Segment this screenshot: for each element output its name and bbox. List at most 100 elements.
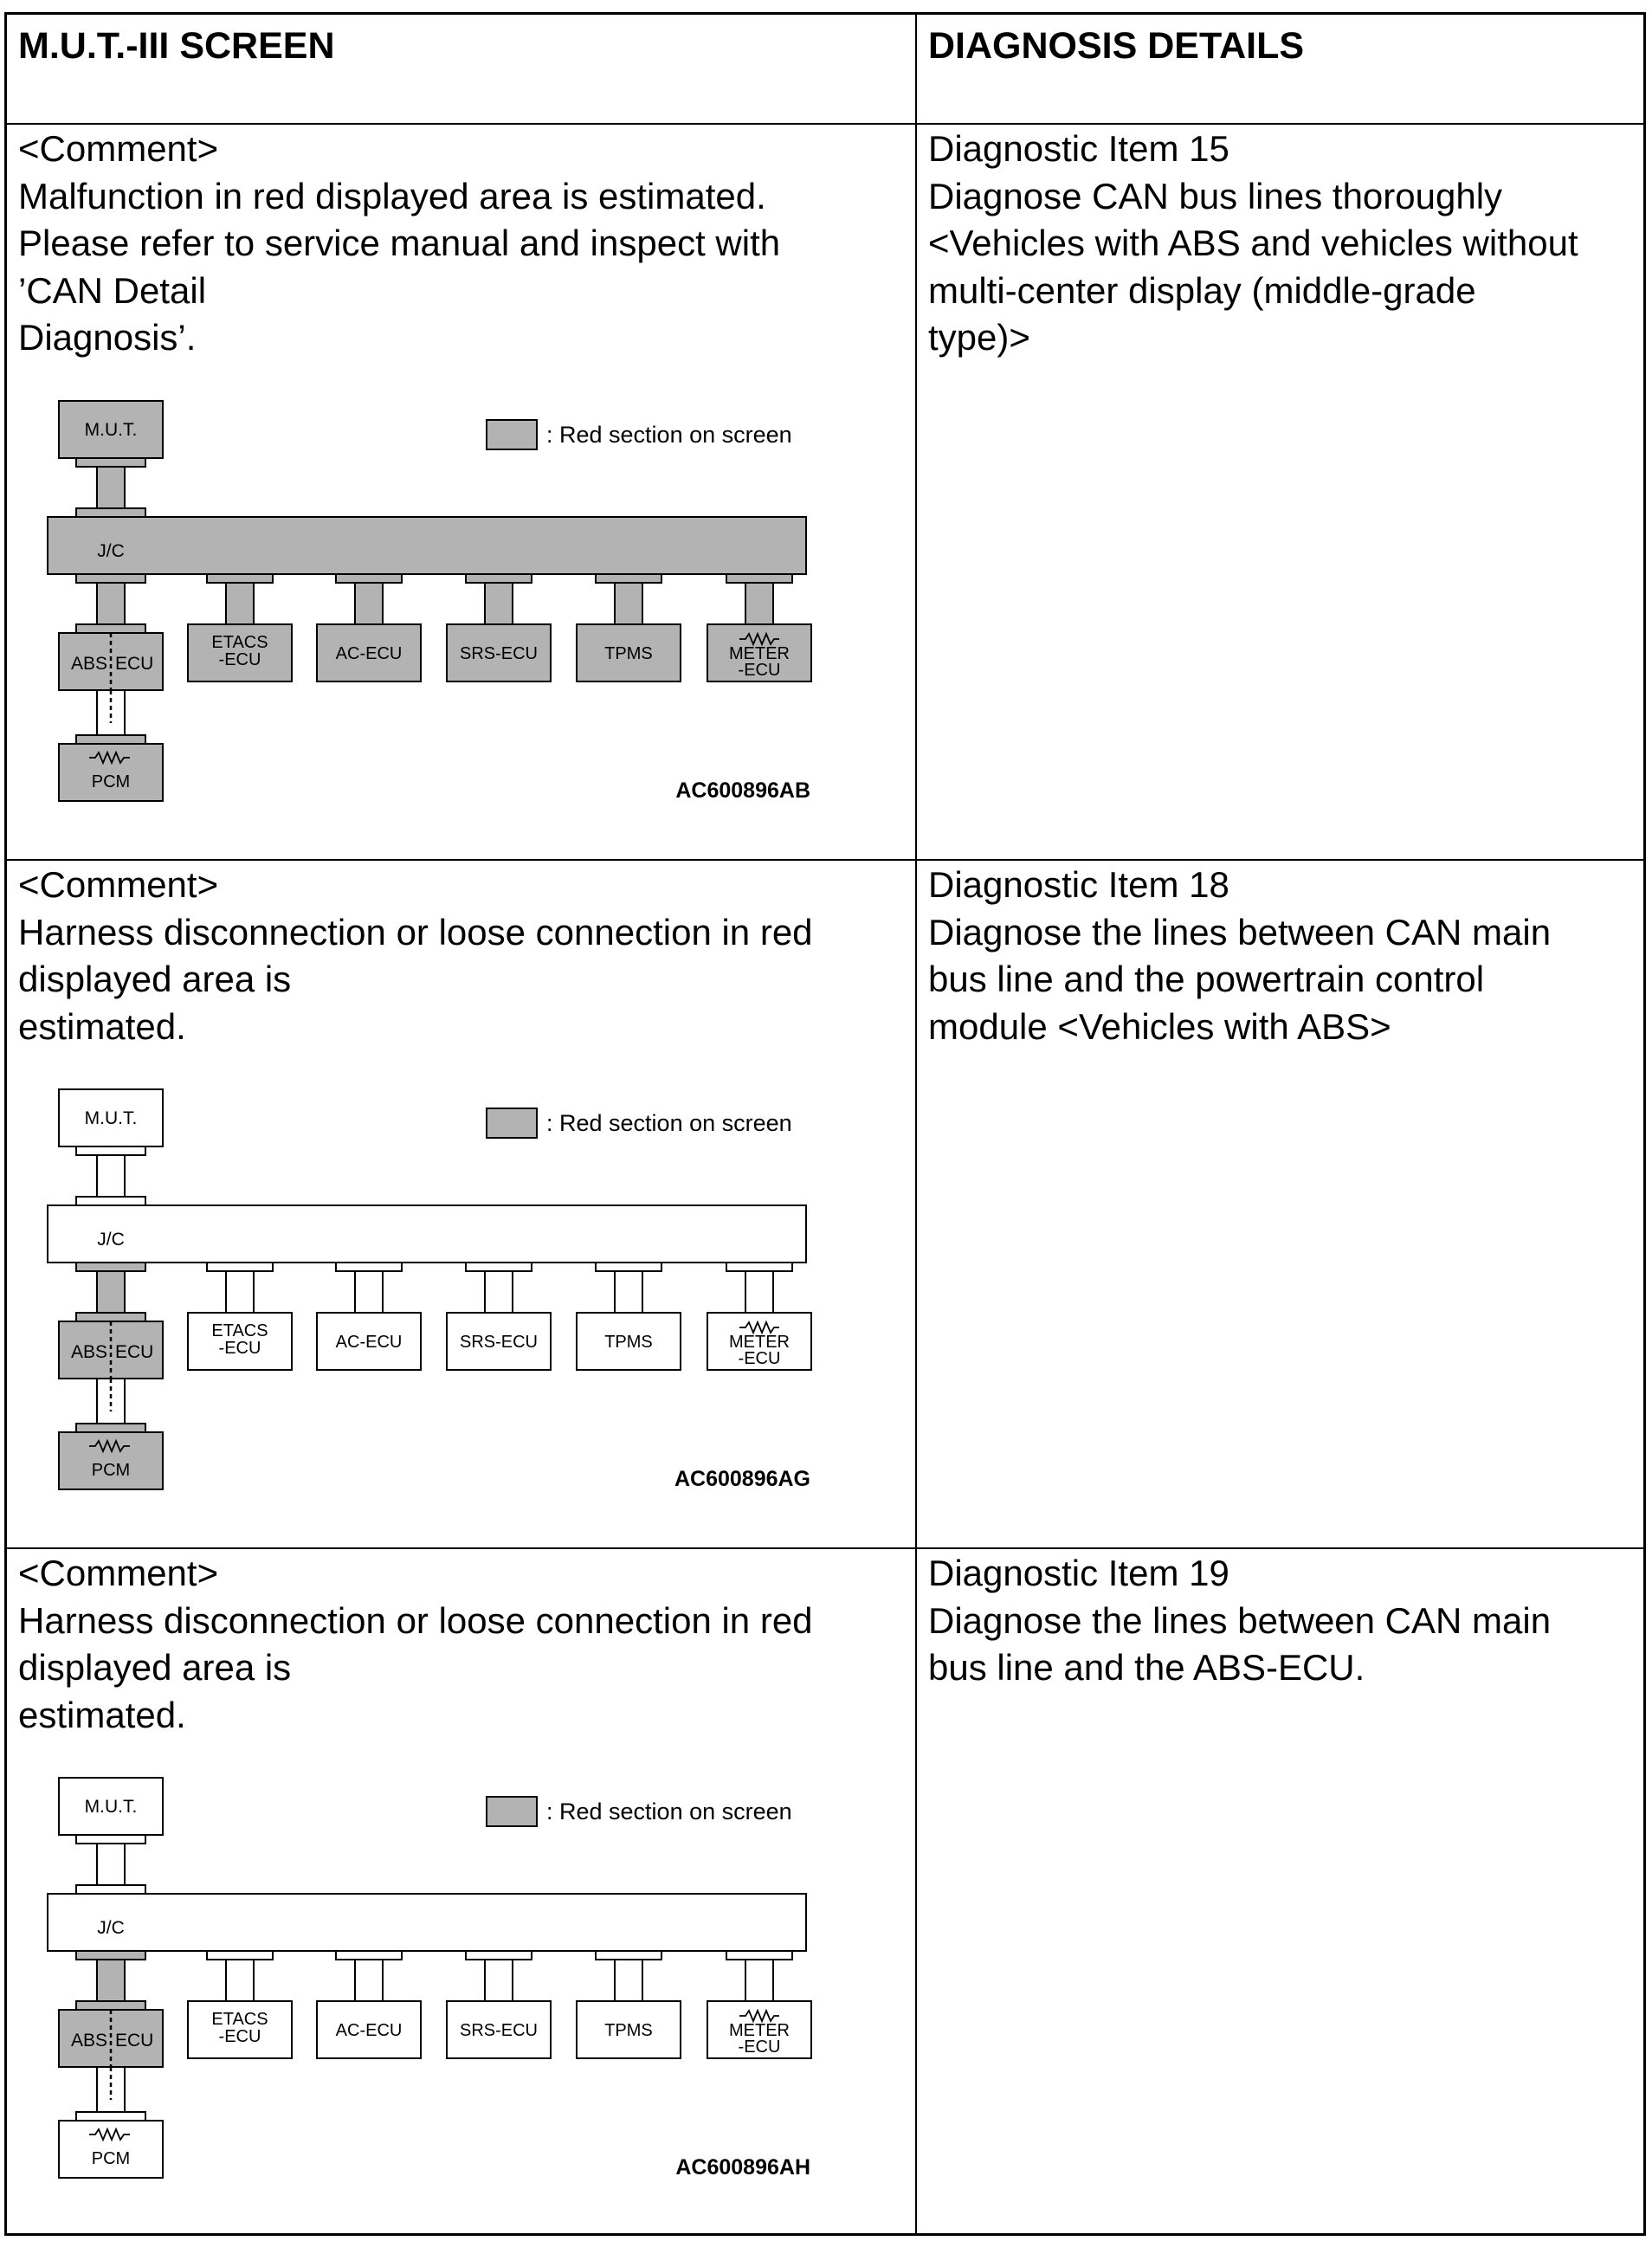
comment-line: ’CAN Detail	[18, 269, 207, 311]
pcm-link	[75, 689, 146, 745]
meter-label-1: METER	[729, 2021, 790, 2040]
comment-line: displayed area is	[18, 1647, 292, 1688]
meter-ecu-box: METER -ECU	[707, 623, 812, 682]
etacs-ecu-box: ETACS -ECU	[187, 1312, 293, 1371]
meter-ecu-box: METER -ECU	[707, 2000, 812, 2059]
ac-label: AC-ECU	[336, 2021, 403, 2040]
header-mut-screen: M.U.T.-III SCREEN	[18, 25, 335, 67]
can-network-diagram-1: : Red section on screen M.U.T. J/C	[42, 384, 821, 817]
diagnosis-line: bus line and the ABS-ECU.	[928, 1647, 1365, 1688]
meter-label-2: -ECU	[739, 2038, 781, 2057]
row-2-comment: <Comment> Harness disconnection or loose…	[18, 862, 813, 1050]
comment-line: displayed area is	[18, 959, 292, 999]
tpms-label: TPMS	[604, 2021, 653, 2040]
etacs-label-1: ETACS	[211, 2010, 268, 2029]
diagnosis-line: multi-center display (middle-grade	[928, 269, 1476, 311]
mut-link	[75, 457, 146, 518]
abs-ecu-label: ECU	[115, 654, 153, 674]
figure-code: AC600896AG	[674, 1467, 810, 1491]
etacs-label-2: -ECU	[219, 1339, 261, 1358]
meter-label-1: METER	[729, 1333, 790, 1352]
diagnosis-line: <Vehicles with ABS and vehicles without	[928, 223, 1578, 263]
diagnosis-line: module <Vehicles with ABS>	[928, 1005, 1391, 1047]
abs-label: ABS	[71, 654, 107, 674]
diagnosis-line: Diagnose the lines between CAN main	[928, 911, 1552, 953]
jc-bar: J/C	[47, 516, 807, 575]
ac-ecu-box: AC-ECU	[316, 623, 422, 682]
pcm-box: PCM	[58, 1431, 164, 1490]
row-1-comment: <Comment> Malfunction in red displayed a…	[18, 126, 780, 362]
legend-swatch	[486, 1796, 538, 1827]
header-diagnosis-details: DIAGNOSIS DETAILS	[928, 25, 1305, 67]
etacs-label-2: -ECU	[219, 650, 261, 669]
pcm-box: PCM	[58, 2120, 164, 2179]
tpms-link	[595, 1950, 662, 2002]
abs-ecu-box: ABS ECU	[58, 2009, 164, 2068]
pcm-label: PCM	[92, 2149, 130, 2168]
diagnosis-line: Diagnostic Item 15	[928, 128, 1229, 169]
tpms-box: TPMS	[576, 1312, 681, 1371]
figure-code: AC600896AH	[675, 2155, 810, 2180]
row-3-comment: <Comment> Harness disconnection or loose…	[18, 1550, 813, 1739]
row-3-diagnosis: Diagnostic Item 19 Diagnose the lines be…	[928, 1550, 1551, 1692]
srs-link	[465, 1262, 532, 1314]
abs-link	[75, 1950, 146, 2011]
meter-link	[726, 1950, 793, 2002]
comment-line: Harness disconnection or loose connectio…	[18, 911, 813, 953]
etacs-link	[206, 1950, 274, 2002]
comment-line: Malfunction in red displayed area is est…	[18, 175, 766, 216]
ac-link	[335, 1950, 403, 2002]
jc-label: J/C	[97, 1230, 125, 1250]
can-network-diagram-3: : Red section on screen M.U.T. J/C	[42, 1760, 821, 2193]
resistor-icon	[89, 1438, 130, 1454]
row-1-diagnosis: Diagnostic Item 15 Diagnose CAN bus line…	[928, 126, 1578, 362]
mut-label: M.U.T.	[85, 1797, 138, 1817]
comment-line: estimated.	[18, 1005, 186, 1047]
mut-box: M.U.T.	[58, 1777, 164, 1836]
comment-line: estimated.	[18, 1694, 186, 1735]
legend-swatch	[486, 1108, 538, 1139]
can-network-diagram-2: : Red section on screen M.U.T. J/C	[42, 1072, 821, 1505]
abs-link	[75, 1262, 146, 1322]
ac-ecu-box: AC-ECU	[316, 1312, 422, 1371]
tpms-label: TPMS	[604, 1333, 653, 1352]
comment-line: Diagnosis’.	[18, 317, 197, 358]
legend-label: : Red section on screen	[546, 1799, 792, 1824]
mut-label: M.U.T.	[85, 420, 138, 440]
srs-ecu-box: SRS-ECU	[446, 2000, 552, 2059]
comment-line: <Comment>	[18, 864, 219, 905]
jc-bar: J/C	[47, 1893, 807, 1952]
ac-label: AC-ECU	[336, 1333, 403, 1352]
abs-ecu-box: ABS ECU	[58, 1321, 164, 1379]
srs-link	[465, 1950, 532, 2002]
ac-link	[335, 573, 403, 625]
abs-label: ABS	[71, 2031, 107, 2050]
meter-link	[726, 573, 793, 625]
srs-ecu-box: SRS-ECU	[446, 1312, 552, 1371]
meter-label-2: -ECU	[739, 661, 781, 680]
srs-label: SRS-ECU	[460, 1333, 538, 1352]
jc-bar: J/C	[47, 1204, 807, 1263]
pcm-link	[75, 2066, 146, 2122]
abs-ecu-label: ECU	[115, 2031, 153, 2050]
abs-ecu-label: ECU	[115, 1342, 153, 1362]
srs-label: SRS-ECU	[460, 2021, 538, 2040]
mut-box: M.U.T.	[58, 400, 164, 459]
legend-label: : Red section on screen	[546, 422, 792, 448]
figure-code: AC600896AB	[675, 778, 810, 803]
resistor-icon	[739, 631, 779, 647]
pcm-label: PCM	[92, 772, 130, 791]
diagnosis-table: M.U.T.-III SCREEN DIAGNOSIS DETAILS <Com…	[4, 12, 1646, 2236]
diagnosis-line: type)>	[928, 317, 1030, 358]
comment-line: <Comment>	[18, 128, 219, 169]
etacs-label-1: ETACS	[211, 1321, 268, 1340]
etacs-label-2: -ECU	[219, 2027, 261, 2046]
mut-box: M.U.T.	[58, 1088, 164, 1147]
diagnosis-line: bus line and the powertrain control	[928, 959, 1485, 999]
etacs-link	[206, 573, 274, 625]
ac-label: AC-ECU	[336, 644, 403, 663]
mut-label: M.U.T.	[85, 1108, 138, 1128]
meter-link	[726, 1262, 793, 1314]
tpms-label: TPMS	[604, 644, 653, 663]
comment-line: <Comment>	[18, 1553, 219, 1593]
